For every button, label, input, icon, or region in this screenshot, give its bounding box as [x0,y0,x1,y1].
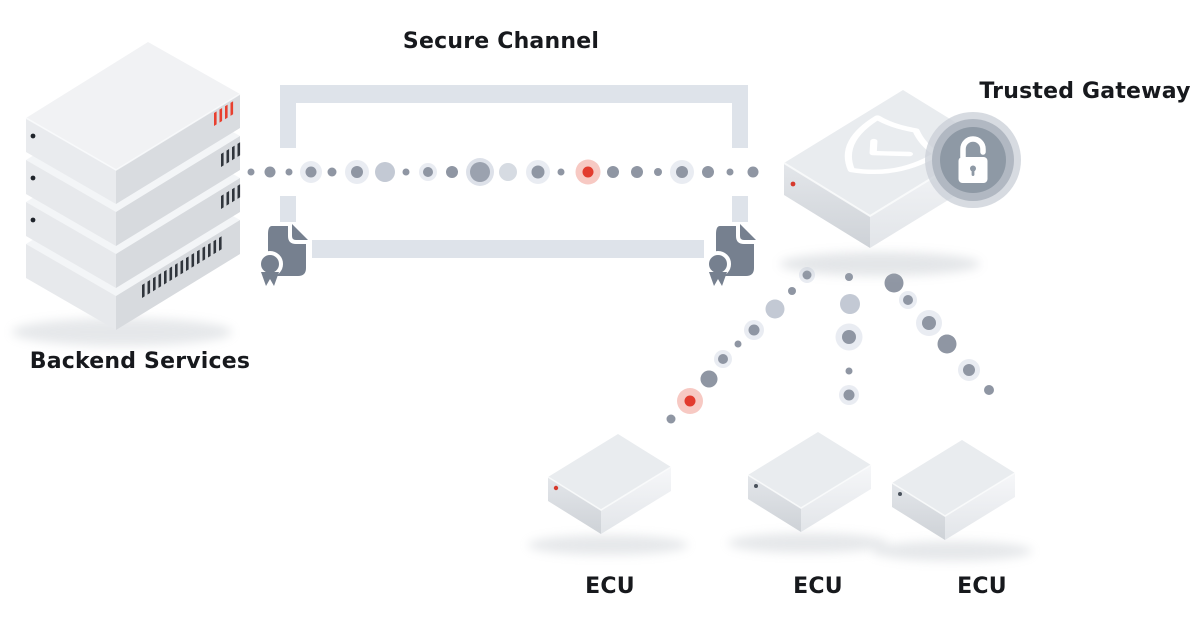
ecu-label: ECU [957,574,1007,599]
server-power-led [30,217,36,223]
frame-left-rail [280,85,296,148]
server-power-led [30,133,36,139]
server-led-bars-red [214,101,234,126]
ecu-label: ECU [793,574,843,599]
secure-channel-frame [280,85,748,258]
gateway-ecu-data-stream-dots [666,267,994,424]
server-shadow [12,318,232,346]
ecu-status-led [754,484,758,488]
server-power-led [30,175,36,181]
frame-right-rail [732,85,748,148]
server-stack-icon [12,42,241,346]
certificate-icon [705,224,756,286]
secure-channel-label: Secure Channel [402,29,600,54]
server-vent-bars [221,142,241,167]
backend-services-label: Backend Services [29,349,251,374]
ecu-label: ECU [585,574,635,599]
ecu-shadow [728,533,888,553]
frame-right-rail [732,196,748,222]
unlock-icon [958,136,988,183]
ecu-shadow [872,541,1032,561]
gateway-device-icon [780,90,1021,276]
unlocked-padlock-badge [925,112,1021,208]
server-vent-strip [142,236,222,298]
frame-bottom-rail [312,240,704,258]
frame-left-rail [280,196,296,222]
ecu-device-icon [872,440,1032,561]
frame-top-rail [280,85,748,103]
certificate-icon [257,224,308,286]
trusted-gateway-label: Trusted Gateway [979,79,1191,104]
ecu-shadow [528,535,688,555]
gateway-status-led [790,181,796,187]
ecu-device-icon [528,434,688,555]
ecu-status-led [898,492,902,496]
ecu-status-led [553,485,559,491]
server-vent-bars [221,184,241,209]
gateway-shadow [780,252,980,276]
channel-data-stream-dots [247,158,759,186]
ecu-device-icon [728,432,888,553]
